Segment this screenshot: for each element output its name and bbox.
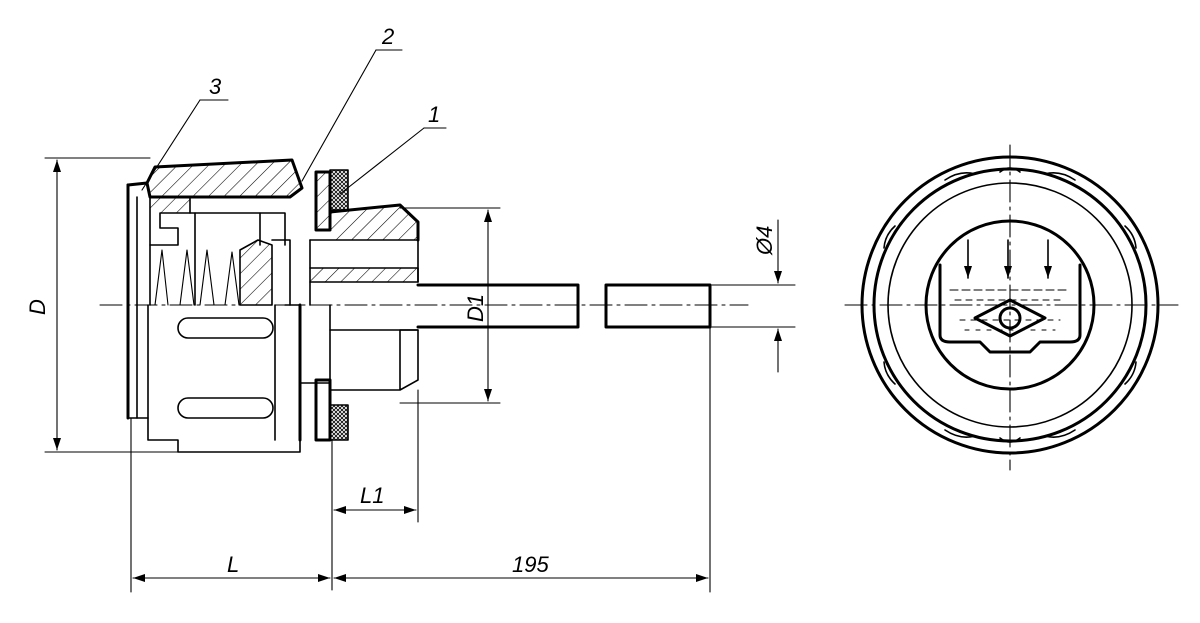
side-section-view: D D1 Ø4 L1 L bbox=[25, 24, 796, 593]
flange-lower bbox=[314, 378, 332, 442]
label-dim-L: L bbox=[227, 552, 239, 577]
dimension-L: L bbox=[130, 417, 331, 593]
dimension-D1: D1 bbox=[399, 207, 501, 404]
dipstick-rod bbox=[416, 283, 712, 329]
label-dim-dia: Ø4 bbox=[752, 226, 777, 256]
neck-upper-section bbox=[309, 203, 420, 306]
label-dim-D1: D1 bbox=[463, 294, 488, 322]
leader-part-1: 1 bbox=[339, 102, 447, 195]
seal-lower bbox=[329, 404, 349, 441]
flange-upper bbox=[314, 170, 332, 232]
label-face-circle bbox=[924, 219, 1096, 391]
outer-rim-circle bbox=[860, 155, 1160, 455]
top-view-symbol bbox=[844, 144, 1179, 471]
leader-part-2: 2 bbox=[301, 24, 403, 182]
dimension-dia-4: Ø4 bbox=[711, 219, 796, 373]
label-dim-D: D bbox=[25, 299, 50, 315]
grip-circle bbox=[872, 167, 1148, 443]
grip-notches bbox=[883, 167, 1137, 443]
label-part-3: 3 bbox=[209, 74, 222, 99]
seal-upper bbox=[329, 169, 349, 211]
cap-upper-section bbox=[126, 158, 304, 307]
dimension-D: D bbox=[25, 157, 179, 453]
leader-part-3: 3 bbox=[141, 74, 229, 191]
cap-lower-view bbox=[126, 303, 302, 453]
filter-insert-upper bbox=[149, 212, 291, 306]
neck-lower-view bbox=[299, 304, 419, 391]
label-part-2: 2 bbox=[381, 24, 394, 49]
label-part-1: 1 bbox=[428, 102, 440, 127]
dimension-195: 195 bbox=[333, 326, 711, 593]
label-dim-L1: L1 bbox=[360, 483, 384, 508]
oil-level-symbol bbox=[938, 239, 1082, 354]
label-dim-195: 195 bbox=[512, 552, 549, 577]
dimension-L1: L1 bbox=[331, 389, 419, 591]
inner-ring-circle bbox=[887, 182, 1133, 428]
